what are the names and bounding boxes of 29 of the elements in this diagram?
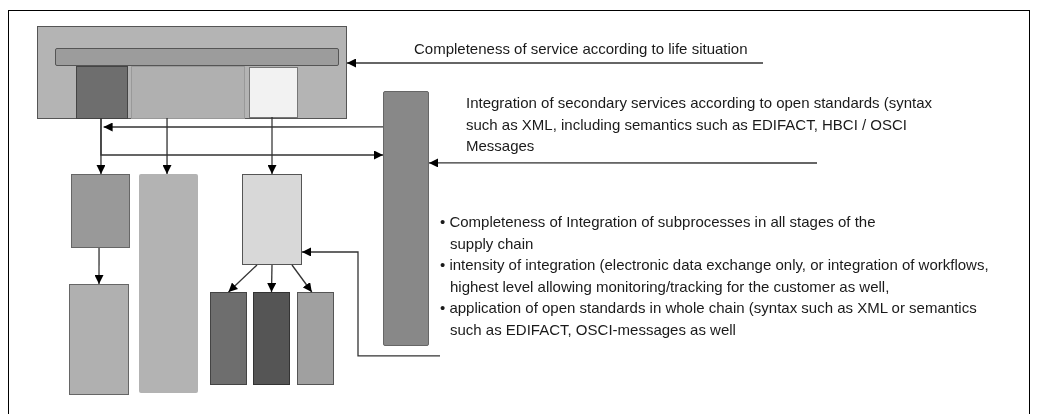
vertical-bar <box>383 91 429 346</box>
outer-panel <box>37 26 347 119</box>
bullet-item: • application of open standards in whole chain (syntax such as XML or semantics such as EDIFACT, OSCI-messages as well <box>440 298 978 340</box>
block <box>242 174 302 265</box>
panel-block <box>249 67 298 118</box>
header-bar <box>55 48 339 66</box>
annotation-text: Integration of secondary services according to open standards (syntax such as XML, including semantics such as EDIFACT, HBCI / OSCI Messages <box>466 92 966 163</box>
arrow <box>291 264 313 293</box>
panel-block <box>76 66 128 119</box>
annotation-text: Completeness of service according to life situation <box>414 38 814 63</box>
arrow <box>102 122 384 132</box>
bullet-item: • Completeness of Integration of subprocesses in all stages of the supply chain <box>440 212 877 254</box>
block <box>71 174 130 248</box>
arrow <box>227 264 258 293</box>
bullet-item: • intensity of integration (electronic data exchange only, or integration of workflows, highest level allowing monitoring/tracking for the customer as well, <box>440 255 990 297</box>
panel-block <box>131 66 245 119</box>
arrow <box>96 117 106 175</box>
arrow <box>301 247 441 357</box>
block <box>253 292 290 385</box>
arrow <box>346 58 764 68</box>
arrow <box>428 158 818 168</box>
arrow <box>267 116 277 175</box>
arrow <box>162 117 172 175</box>
block <box>69 284 129 395</box>
arrow <box>267 264 277 293</box>
block <box>210 292 247 385</box>
tall-column <box>139 174 198 393</box>
block <box>297 292 334 385</box>
arrow <box>94 247 104 285</box>
